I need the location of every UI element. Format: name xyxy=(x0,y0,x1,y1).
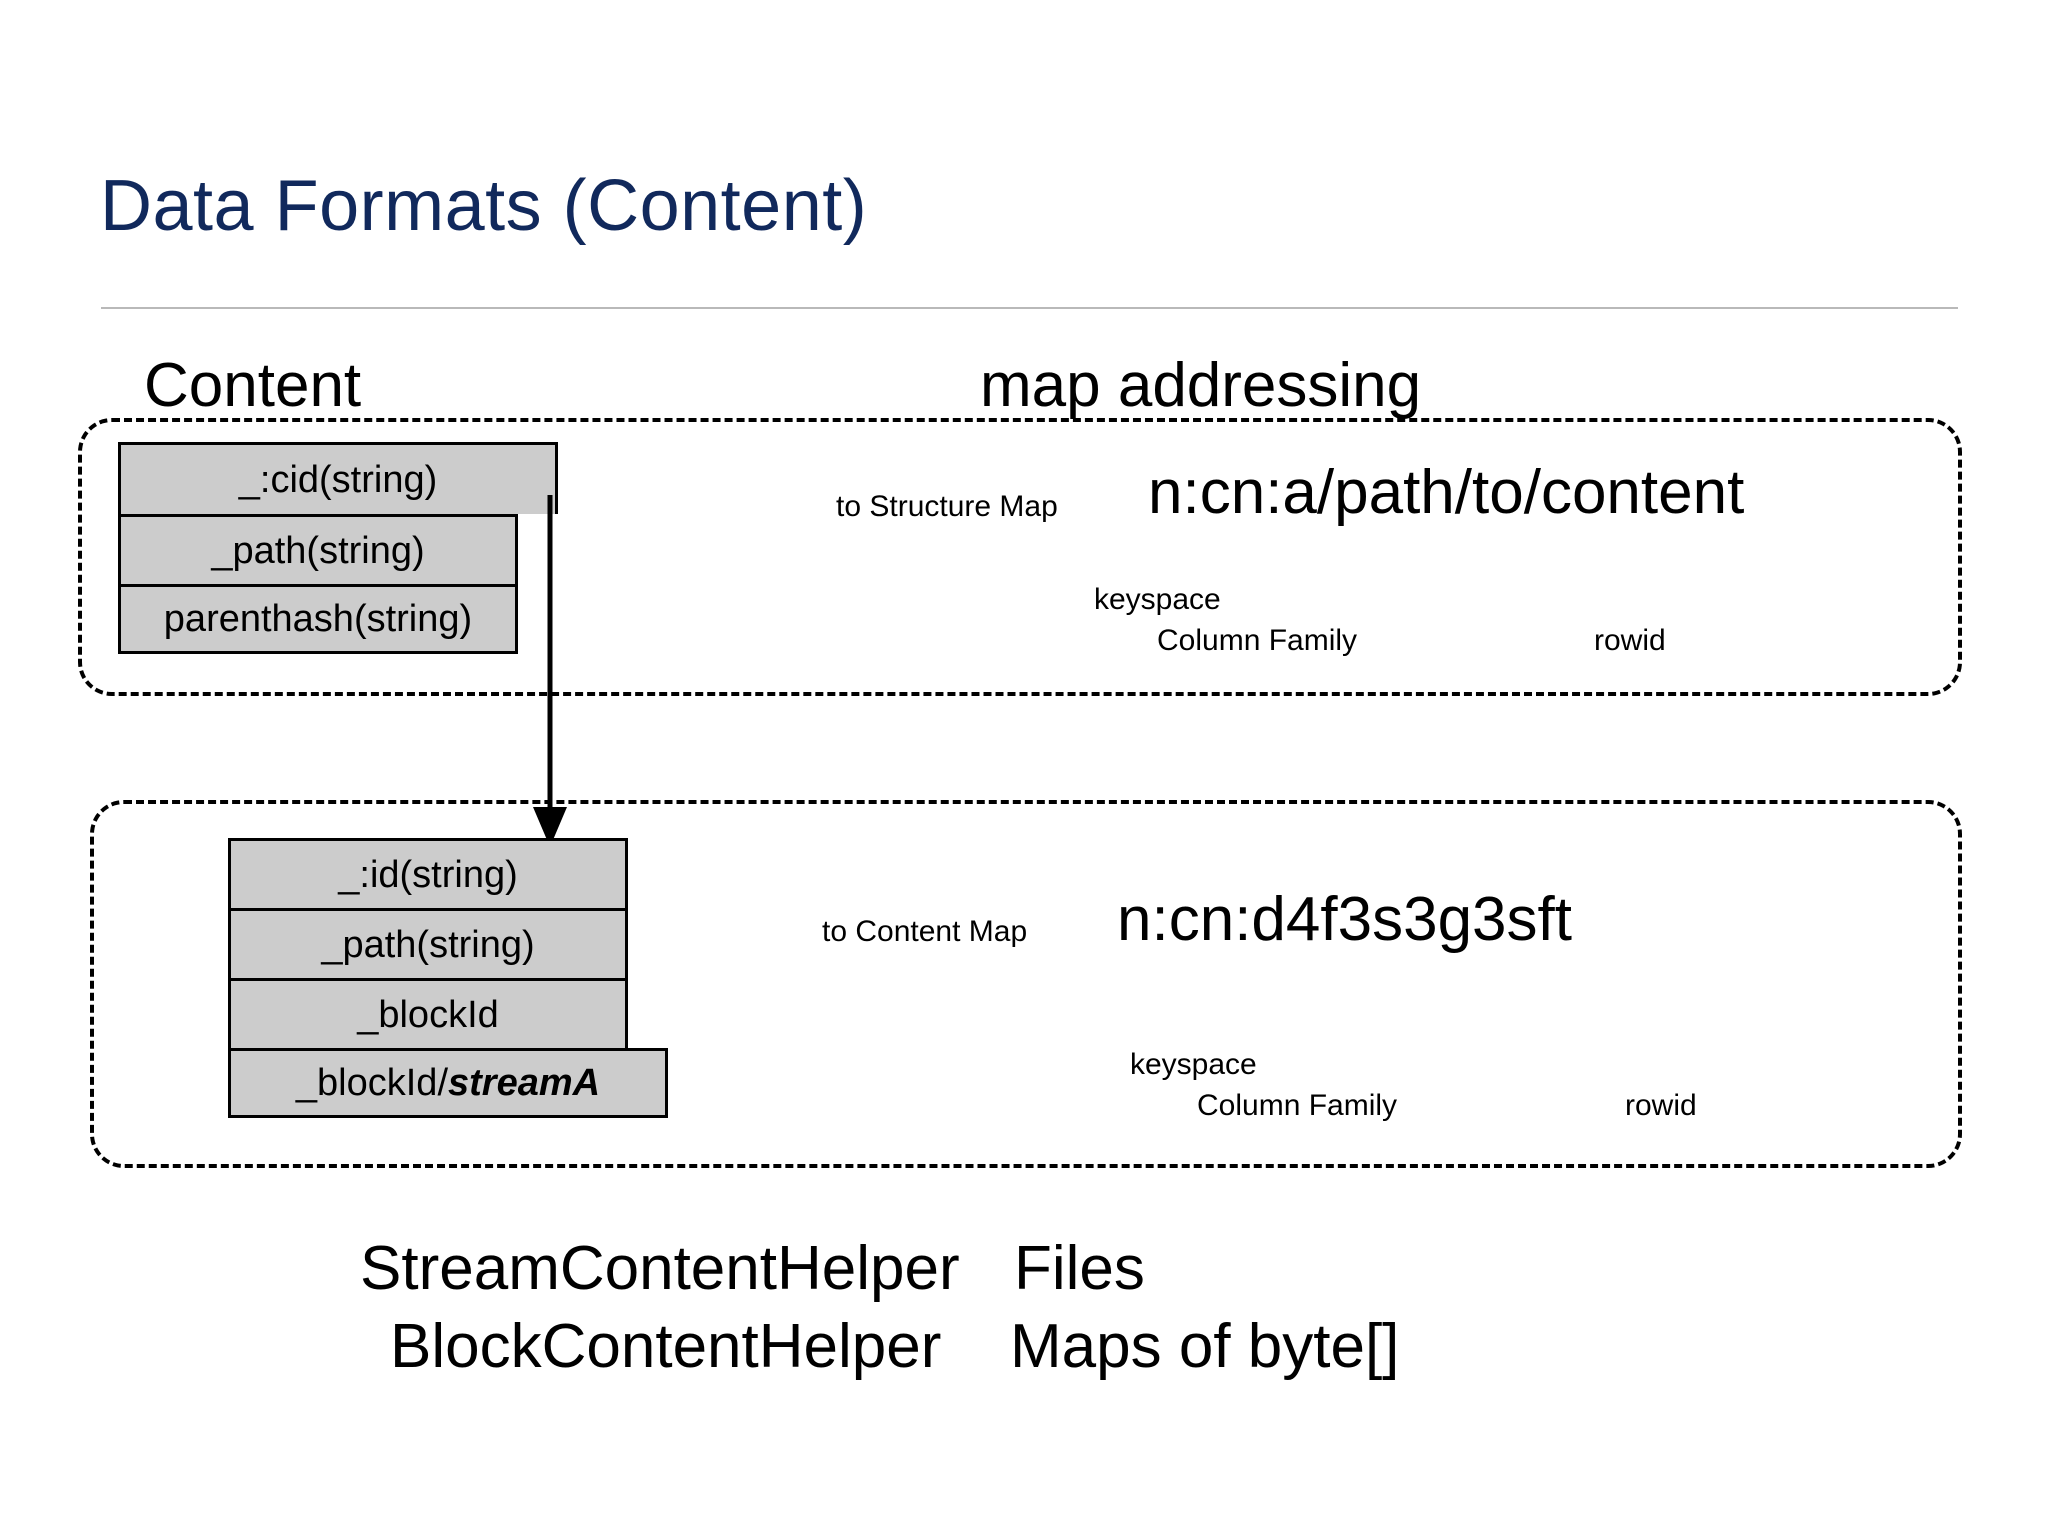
table-row-emphasis: streamA xyxy=(448,1062,601,1104)
title-divider xyxy=(101,307,1958,309)
structure-map-note: to Structure Map xyxy=(836,490,1058,523)
table-row: parenthash(string) xyxy=(118,584,518,654)
table-row: _:id(string) xyxy=(228,838,628,908)
list-item: StreamContentHelper Files xyxy=(360,1230,1760,1308)
list-item: BlockContentHelper Maps of byte[] xyxy=(360,1308,1760,1386)
content-map-key: n:cn:d4f3s3g3sft xyxy=(1117,885,1572,954)
footer-helper-name: StreamContentHelper xyxy=(360,1234,960,1303)
keyspace-label: keyspace xyxy=(1130,1048,1257,1081)
column-family-label: Column Family xyxy=(1197,1089,1398,1122)
structure-map-key: n:cn:a/path/to/content xyxy=(1148,458,1745,527)
table-row: _path(string) xyxy=(118,514,518,584)
footer-mapping-list: StreamContentHelper Files BlockContentHe… xyxy=(360,1230,1760,1385)
page-title: Data Formats (Content) xyxy=(100,166,868,246)
footer-helper-name: BlockContentHelper xyxy=(390,1311,942,1381)
block-group-box xyxy=(90,800,1962,1168)
rowid-label: rowid xyxy=(1625,1089,1697,1122)
table-row: _blockId/streamA xyxy=(228,1048,668,1118)
column-family-label: Column Family xyxy=(1157,624,1358,657)
table-row: _blockId xyxy=(228,978,628,1048)
table-row: _:cid(string) xyxy=(118,442,558,514)
footer-helper-target: Files xyxy=(1014,1234,1145,1303)
keyspace-label: keyspace xyxy=(1094,583,1221,616)
block-field-table: _:id(string) _path(string) _blockId _blo… xyxy=(228,838,668,1118)
content-field-table: _:cid(string) _path(string) parenthash(s… xyxy=(118,442,558,654)
table-row: _path(string) xyxy=(228,908,628,978)
rowid-label: rowid xyxy=(1594,624,1666,657)
footer-helper-target: Maps of byte[] xyxy=(1010,1311,1400,1381)
table-row-prefix: _blockId/ xyxy=(295,1062,448,1104)
section-caption-content: Content xyxy=(144,351,362,420)
content-map-note: to Content Map xyxy=(822,915,1028,948)
content-group-box xyxy=(78,418,1962,696)
section-caption-map-addressing: map addressing xyxy=(980,351,1422,420)
